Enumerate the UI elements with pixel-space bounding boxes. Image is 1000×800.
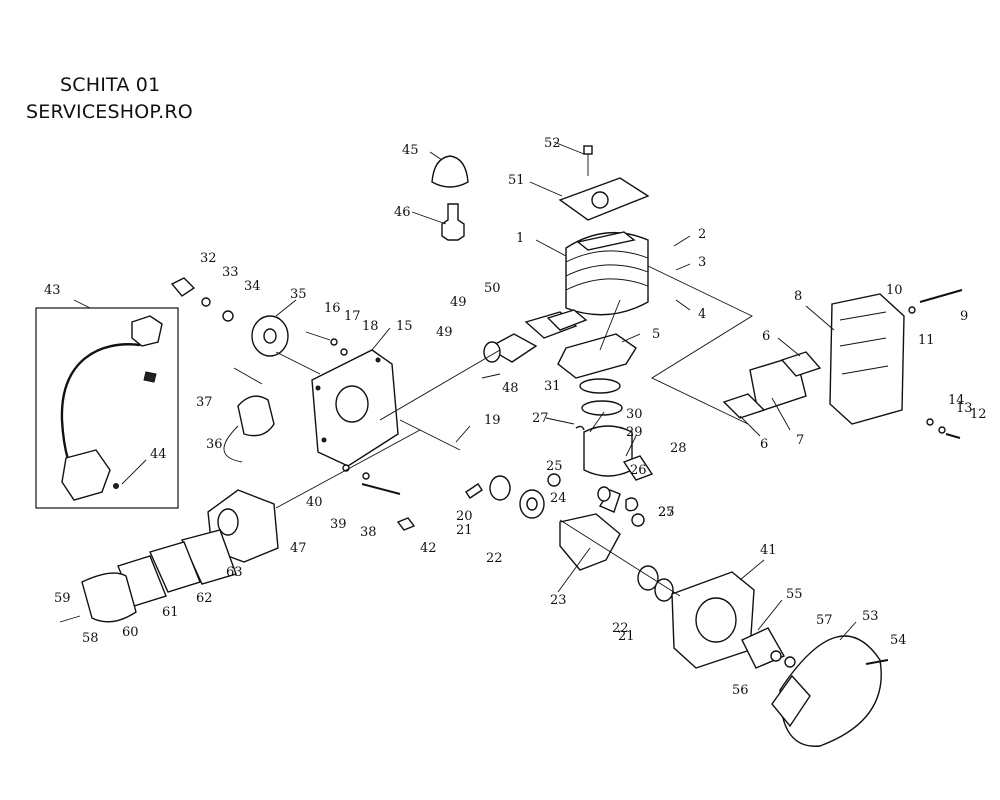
part-callout-42: 42: [420, 541, 437, 556]
sheet-title: SCHITA 01: [60, 74, 161, 96]
part-callout-21: 21: [456, 523, 473, 538]
muffler-group: [722, 289, 963, 439]
intake-group: [481, 309, 588, 379]
part-callout-22: 22: [612, 621, 629, 636]
part-callout-14: 14: [948, 393, 965, 408]
crankcase-right-starter: [671, 571, 889, 747]
part-callout-23: 23: [550, 593, 567, 608]
cylinder-group: [431, 145, 650, 316]
part-callout-38: 38: [360, 525, 377, 540]
part-callout-54: 54: [890, 633, 907, 648]
part-callout-36: 36: [206, 437, 223, 452]
part-callout-15: 15: [396, 319, 413, 334]
part-callout-31: 31: [544, 379, 561, 394]
assembly-lines: [275, 265, 753, 597]
part-callout-22: 22: [486, 551, 503, 566]
part-callout-48: 48: [502, 381, 519, 396]
misc-parts: [396, 483, 483, 531]
part-callout-27: 27: [658, 505, 675, 520]
part-callout-29: 29: [626, 425, 643, 440]
part-callout-45: 45: [402, 143, 419, 158]
piston-group: [557, 333, 654, 481]
part-callout-21: 21: [618, 629, 635, 644]
part-callout-16: 16: [324, 301, 341, 316]
part-callout-10: 10: [886, 283, 903, 298]
clutch-group: [170, 277, 289, 463]
part-callout-28: 28: [670, 441, 687, 456]
part-callout-27: 27: [532, 411, 549, 426]
part-callout-52: 52: [544, 136, 561, 151]
crankcase-left: [305, 331, 401, 495]
part-callout-7: 7: [796, 433, 804, 448]
part-callout-26: 26: [630, 463, 647, 478]
part-callout-59: 59: [54, 591, 71, 606]
part-callout-49: 49: [450, 295, 467, 310]
part-callout-6: 6: [760, 437, 768, 452]
part-callout-47: 47: [290, 541, 307, 556]
part-callout-46: 46: [394, 205, 411, 220]
part-callout-12: 12: [970, 407, 987, 422]
part-callout-41: 41: [760, 543, 777, 558]
part-callout-44: 44: [150, 447, 167, 462]
part-callout-19: 19: [484, 413, 501, 428]
part-callout-17: 17: [344, 309, 361, 324]
part-callout-62: 62: [196, 591, 213, 606]
part-callout-20: 20: [456, 509, 473, 524]
part-callout-50: 50: [484, 281, 501, 296]
site-name: SERVICESHOP.RO: [26, 101, 193, 123]
part-callout-24: 24: [550, 491, 567, 506]
part-callout-3: 3: [698, 255, 706, 270]
part-callout-53: 53: [862, 609, 879, 624]
part-callout-25: 25: [658, 505, 675, 520]
part-callout-11: 11: [918, 333, 935, 348]
part-callout-13: 13: [956, 401, 973, 416]
part-callout-1: 1: [516, 231, 524, 246]
part-callout-51: 51: [508, 173, 525, 188]
part-callout-60: 60: [122, 625, 139, 640]
part-callout-40: 40: [306, 495, 323, 510]
part-callout-43: 43: [44, 283, 61, 298]
part-callout-5: 5: [652, 327, 660, 342]
part-callout-32: 32: [200, 251, 217, 266]
part-callout-33: 33: [222, 265, 239, 280]
part-callout-58: 58: [82, 631, 99, 646]
part-callout-49: 49: [436, 325, 453, 340]
part-callout-61: 61: [162, 605, 179, 620]
part-callout-30: 30: [626, 407, 643, 422]
part-callout-18: 18: [362, 319, 379, 334]
part-callout-56: 56: [732, 683, 749, 698]
part-callout-2: 2: [698, 227, 706, 242]
part-callout-6: 6: [762, 329, 770, 344]
part-callout-57: 57: [816, 613, 833, 628]
part-callout-55: 55: [786, 587, 803, 602]
part-callout-25: 25: [546, 459, 563, 474]
part-callout-4: 4: [698, 307, 706, 322]
part-callout-39: 39: [330, 517, 347, 532]
part-callout-9: 9: [960, 309, 968, 324]
part-callout-63: 63: [226, 565, 243, 580]
crankshaft-group: [489, 473, 674, 602]
part-callout-37: 37: [196, 395, 213, 410]
ignition-coil-inset: [35, 307, 179, 509]
carburetor-group: [59, 489, 279, 623]
part-callout-35: 35: [290, 287, 307, 302]
part-callout-34: 34: [244, 279, 261, 294]
part-callout-8: 8: [794, 289, 802, 304]
leader-lines: [73, 141, 857, 641]
